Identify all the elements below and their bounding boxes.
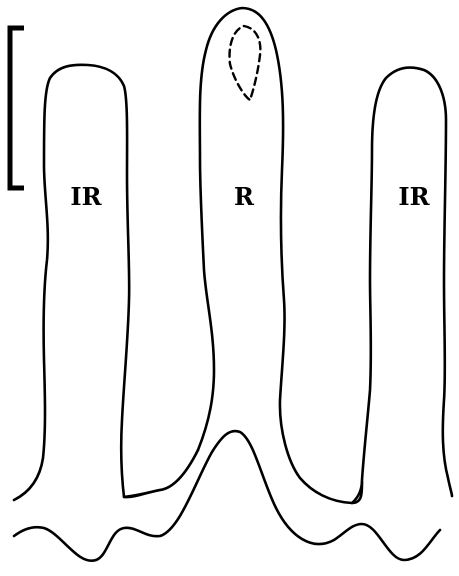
center-column-outline [198,8,362,503]
left-inner-junction [124,490,160,497]
label-right-ir: IR [398,182,430,211]
base-boundary-outline [14,431,440,561]
label-left-ir: IR [70,182,102,211]
right-column-outline [352,68,452,503]
left-column-outline [14,65,198,500]
dashed-inner-region [230,26,261,100]
scale-bar [10,28,24,188]
label-center-r: R [234,182,255,211]
